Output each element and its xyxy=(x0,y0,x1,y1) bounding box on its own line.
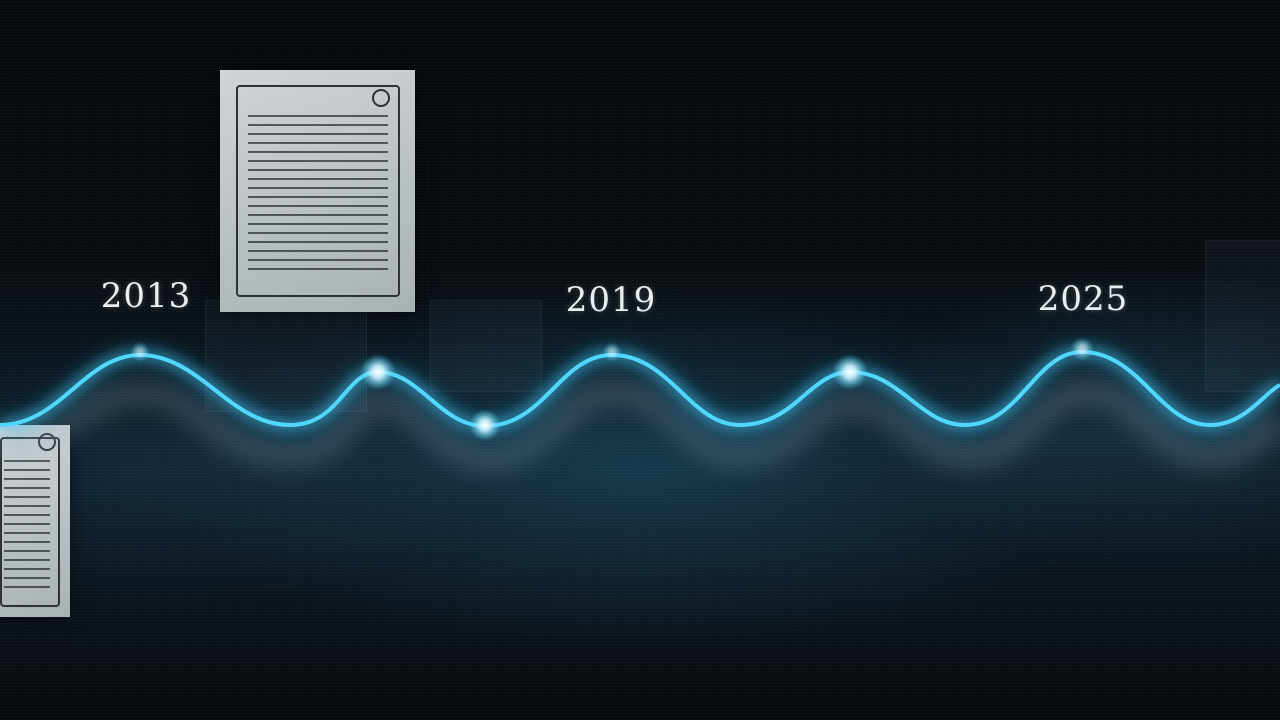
timeline-node xyxy=(1070,337,1094,361)
year-label-2025: 2025 xyxy=(1037,279,1129,319)
timeline-node xyxy=(832,354,868,390)
document-icon xyxy=(220,70,415,312)
timeline-node xyxy=(130,342,150,362)
background-panel xyxy=(1205,240,1280,392)
wave-shadow xyxy=(0,376,1280,474)
year-label-2013: 2013 xyxy=(100,276,192,316)
background-panel xyxy=(430,300,542,392)
timeline-node xyxy=(360,354,396,390)
year-label-2019: 2019 xyxy=(565,280,657,320)
timeline-node xyxy=(602,342,622,362)
timeline-node xyxy=(469,409,501,441)
